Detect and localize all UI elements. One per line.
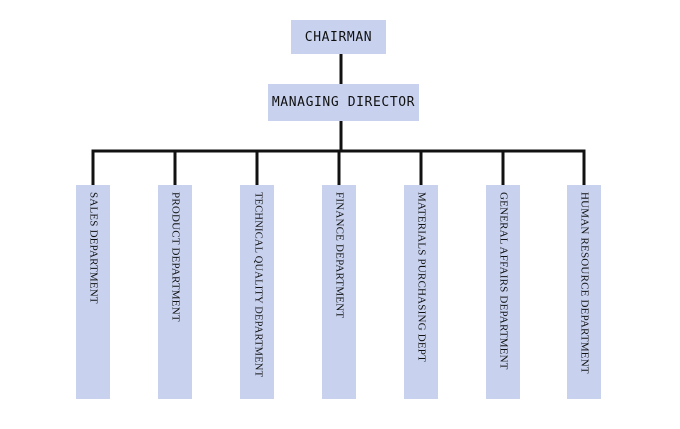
sales-department-node: SALES DEPARTMENT [76, 185, 110, 399]
materials-purchasing-dept-node: MATERIALS PURCHASING DEPT [404, 185, 438, 399]
product-department-label: PRODUCT DEPARTMENT [169, 192, 182, 322]
general-affairs-department-label: GENERAL AFFAIRS DEPARTMENT [497, 192, 510, 370]
general-affairs-department-node: GENERAL AFFAIRS DEPARTMENT [486, 185, 520, 399]
technical-quality-department-node: TECHNICAL QUALITY DEPARTMENT [240, 185, 274, 399]
chairman-node: CHAIRMAN [291, 20, 386, 54]
human-resource-department-node: HUMAN RESOURCE DEPARTMENT [567, 185, 601, 399]
finance-department-label: FINANCE DEPARTMENT [333, 192, 346, 319]
managing-director-label: MANAGING DIRECTOR [271, 95, 416, 110]
chairman-label: CHAIRMAN [304, 29, 373, 45]
product-department-node: PRODUCT DEPARTMENT [158, 185, 192, 399]
sales-department-label: SALES DEPARTMENT [87, 192, 100, 304]
human-resource-department-label: HUMAN RESOURCE DEPARTMENT [578, 192, 591, 374]
managing-director-node: MANAGING DIRECTOR [268, 84, 419, 121]
technical-quality-department-label: TECHNICAL QUALITY DEPARTMENT [252, 192, 264, 378]
materials-purchasing-dept-label: MATERIALS PURCHASING DEPT [415, 192, 428, 363]
finance-department-node: FINANCE DEPARTMENT [322, 185, 356, 399]
